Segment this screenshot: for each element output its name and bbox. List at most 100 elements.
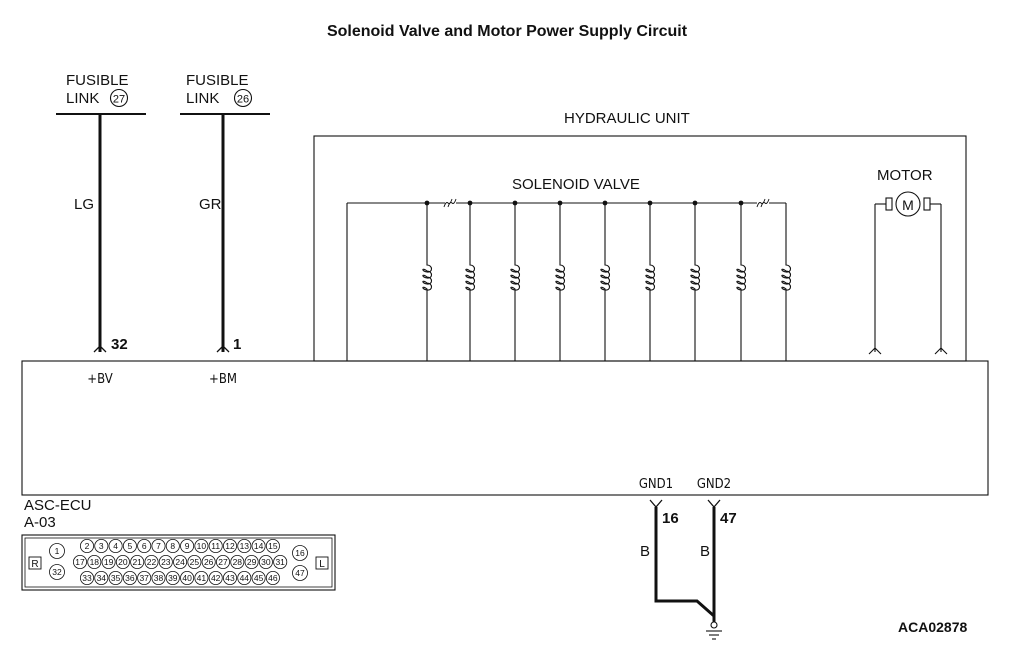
- svg-text:25: 25: [190, 557, 200, 567]
- diagram-title: Solenoid Valve and Motor Power Supply Ci…: [327, 23, 688, 40]
- svg-text:4: 4: [113, 541, 118, 551]
- ecu-connector-id: A-03: [24, 514, 56, 531]
- connector-pin-9: 9: [180, 539, 195, 554]
- connector-pin-32: 32: [49, 564, 65, 580]
- solenoid-coil: [736, 200, 747, 361]
- solenoid-coil: [645, 200, 656, 361]
- svg-text:36: 36: [125, 573, 135, 583]
- ecu-box: +BV +BM GND1 GND2: [21, 360, 989, 496]
- fusible-link-27-line1: FUSIBLE: [66, 72, 129, 89]
- svg-text:27: 27: [218, 557, 228, 567]
- svg-text:2: 2: [85, 541, 90, 551]
- svg-text:19: 19: [104, 557, 114, 567]
- svg-text:45: 45: [254, 573, 264, 583]
- pin-16-number: 16: [662, 510, 679, 527]
- svg-text:11: 11: [211, 541, 220, 551]
- connector-mark-r-box: [28, 556, 42, 570]
- solenoid-coil: [510, 200, 521, 361]
- fusible-link-26-number: 26: [237, 94, 249, 106]
- connector-pin-11: 11: [208, 539, 223, 554]
- wire-color-lg: LG: [74, 196, 94, 213]
- svg-text:15: 15: [268, 541, 278, 551]
- solenoid-coil: [422, 200, 433, 361]
- svg-text:18: 18: [90, 557, 100, 567]
- svg-text:8: 8: [170, 541, 175, 551]
- connector-pin-4: 4: [108, 539, 123, 554]
- junction-dot: [557, 200, 563, 206]
- connector-pin-3: 3: [94, 539, 109, 554]
- ground-circuit: 16 47 B B: [640, 499, 737, 640]
- junction-dot: [692, 200, 698, 206]
- solenoid-bus: [346, 202, 786, 361]
- connector-pin-21: 21: [130, 555, 145, 570]
- junction-dot: [467, 200, 473, 206]
- wire-color-b-gnd1: B: [640, 543, 650, 560]
- svg-text:38: 38: [154, 573, 164, 583]
- svg-text:23: 23: [161, 557, 171, 567]
- motor-symbol: M: [902, 197, 914, 213]
- svg-text:9: 9: [185, 541, 190, 551]
- terminal-bv: +BV: [87, 372, 112, 387]
- bus-break-mark-left: [443, 198, 457, 208]
- connector-pin-6: 6: [137, 539, 152, 554]
- hydraulic-unit: HYDRAULIC UNIT SOLENOID VALVE MOTOR M: [313, 110, 967, 362]
- connector-pin-44: 44: [237, 571, 252, 586]
- svg-text:12: 12: [225, 541, 235, 551]
- connector-pin-10: 10: [194, 539, 209, 554]
- svg-text:31: 31: [275, 557, 285, 567]
- solenoid-coil: [555, 200, 566, 361]
- gnd2-connector-mark: [707, 499, 721, 508]
- terminal-gnd1: GND1: [639, 477, 673, 492]
- terminal-bm: +BM: [209, 372, 237, 387]
- svg-text:3: 3: [99, 541, 104, 551]
- svg-text:28: 28: [233, 557, 243, 567]
- connector-pin-22: 22: [144, 555, 159, 570]
- connector-pin-41: 41: [194, 571, 209, 586]
- svg-text:46: 46: [268, 573, 278, 583]
- svg-text:32: 32: [52, 567, 62, 577]
- bus-break-mark-right: [756, 198, 770, 208]
- connector-mark-r: R: [31, 559, 38, 570]
- connector-pin-14: 14: [251, 539, 266, 554]
- connector-pin-33: 33: [80, 571, 95, 586]
- ground-icon: [706, 621, 722, 640]
- pin-32-number: 32: [111, 336, 128, 353]
- connector-pin-36: 36: [122, 571, 137, 586]
- fusible-link-27: FUSIBLE LINK 27 LG 32: [56, 72, 146, 353]
- junction-dot: [602, 200, 608, 206]
- hydraulic-unit-box: [313, 135, 967, 362]
- svg-text:5: 5: [128, 541, 133, 551]
- connector-pin-39: 39: [165, 571, 180, 586]
- connector-face-outer: [21, 534, 336, 591]
- junction-dot: [647, 200, 653, 206]
- svg-text:29: 29: [247, 557, 257, 567]
- svg-text:20: 20: [118, 557, 128, 567]
- connector-mark-l: L: [319, 559, 325, 570]
- wire-color-b-gnd2: B: [700, 543, 710, 560]
- svg-text:24: 24: [175, 557, 185, 567]
- solenoid-coil: [600, 200, 611, 361]
- fusible-link-27-number: 27: [113, 94, 125, 106]
- pin-1-connector-mark: [216, 345, 230, 353]
- svg-text:42: 42: [211, 573, 221, 583]
- fusible-link-26: FUSIBLE LINK 26 GR 1: [180, 72, 270, 353]
- connector-pin-15: 15: [265, 539, 280, 554]
- connector-pin-5: 5: [122, 539, 137, 554]
- svg-text:30: 30: [261, 557, 271, 567]
- svg-text:47: 47: [295, 568, 305, 578]
- connector-pin-17: 17: [73, 555, 88, 570]
- connector-pin-19: 19: [101, 555, 116, 570]
- connector-pin-38: 38: [151, 571, 166, 586]
- svg-text:35: 35: [111, 573, 121, 583]
- svg-text:34: 34: [97, 573, 107, 583]
- svg-text:37: 37: [139, 573, 149, 583]
- junction-dot: [512, 200, 518, 206]
- connector-pin-35: 35: [108, 571, 123, 586]
- connector-pin-23: 23: [158, 555, 173, 570]
- fusible-link-26-badge: [233, 88, 253, 108]
- connector-pin-47: 47: [292, 565, 308, 581]
- svg-text:41: 41: [197, 573, 207, 583]
- connector-pin-1: 1: [49, 543, 65, 559]
